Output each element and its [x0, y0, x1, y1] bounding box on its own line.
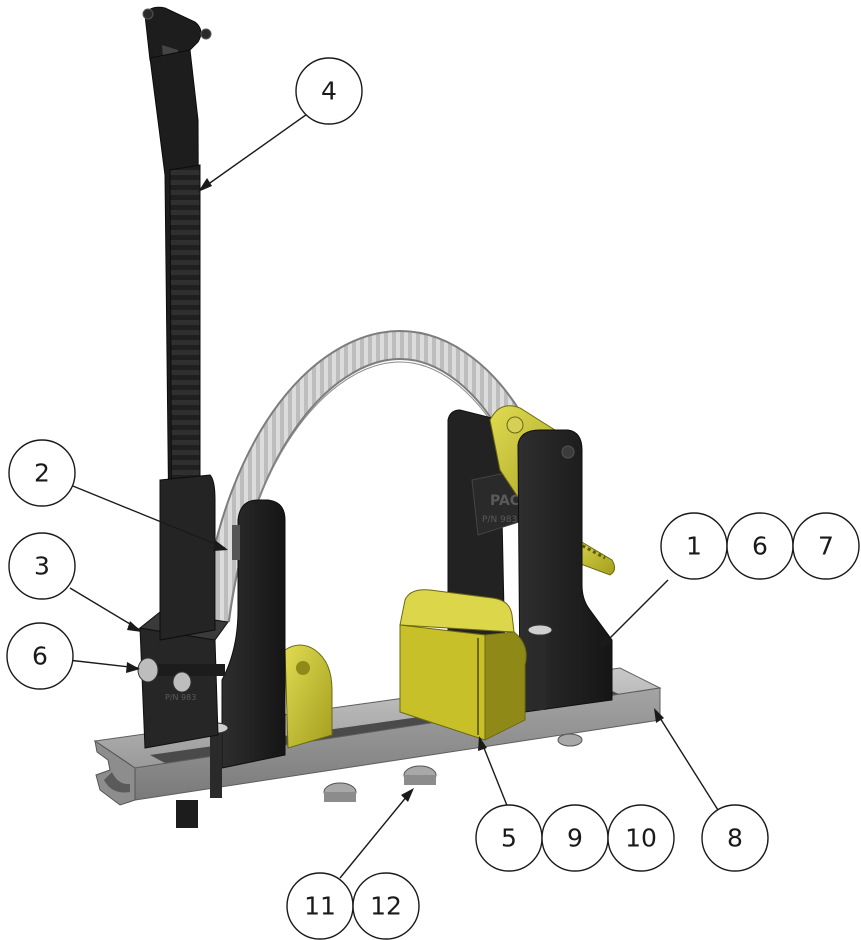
balloon-5: 5 [475, 804, 543, 872]
ratchet-lever [142, 6, 216, 641]
left-bolt-shank [210, 728, 222, 798]
balloon-1: 1 [660, 512, 728, 580]
leader-2-arrow [213, 540, 228, 551]
lever-handle-pin [142, 8, 154, 20]
leader-3-arrow [127, 621, 142, 632]
ratchet-block-label: P/N 983 [165, 693, 196, 702]
balloon-6-right-text: 6 [752, 532, 768, 561]
balloon-11-text: 11 [304, 892, 336, 921]
balloon-3-circle [8, 532, 76, 600]
leader-6a-arrow [126, 662, 140, 673]
leader-2 [67, 483, 226, 549]
left-upright-plate [221, 499, 286, 769]
balloon-6-left-text: 6 [32, 642, 48, 671]
left-upright [221, 499, 333, 769]
balloon-4-text: 4 [321, 77, 337, 106]
leader-5-arrow [478, 736, 487, 751]
leader-lines [67, 111, 719, 879]
leader-11-arrow [401, 788, 414, 802]
balloons: 4 2 3 6 1 6 7 5 [6, 57, 860, 940]
balloon-7-circle [792, 512, 860, 580]
leader-4-arrow [198, 178, 212, 192]
nut-right-body [404, 775, 436, 785]
leader-4 [199, 111, 311, 191]
nut-far [557, 733, 583, 747]
balloon-10: 10 [607, 804, 675, 872]
left-yellow-pad [284, 644, 333, 749]
balloon-5-text: 5 [501, 824, 517, 853]
left-yellow-pad-hole [296, 661, 310, 675]
block-screw [137, 657, 225, 693]
balloon-12-circle [352, 872, 420, 940]
balloon-10-circle [607, 804, 675, 872]
right-clip-pin-hole [561, 445, 575, 459]
rail-foot [176, 800, 198, 828]
saddle-top [399, 589, 515, 633]
right-bolt-shank [534, 630, 546, 710]
balloon-3-text: 3 [34, 552, 50, 581]
leader-1-arrow [598, 635, 612, 650]
leader-11 [339, 789, 413, 879]
lever-lower-housing [159, 474, 216, 641]
leader-3 [69, 587, 141, 631]
block-screw-head-left [137, 657, 159, 683]
balloon-6-right: 6 [726, 512, 794, 580]
leader-8 [654, 709, 719, 811]
left-upright-strap-slot [232, 525, 240, 560]
nut-left-body [324, 792, 356, 802]
balloon-8-text: 8 [727, 824, 743, 853]
balloon-2: 2 [8, 439, 76, 507]
balloon-10-text: 10 [625, 824, 657, 853]
balloon-8: 8 [701, 804, 769, 872]
balloon-2-text: 2 [34, 459, 50, 488]
block-screw-shank [150, 664, 225, 676]
balloon-4: 4 [295, 57, 363, 125]
leader-1 [599, 579, 669, 649]
rail-end-slot [104, 772, 130, 793]
leader-6a [67, 659, 139, 669]
balloon-2-circle [8, 439, 76, 507]
balloon-1-text: 1 [686, 532, 702, 561]
block-screw-nut [172, 671, 192, 693]
balloon-9-text: 9 [567, 824, 583, 853]
right-clip-hinge-pin [506, 416, 524, 434]
balloon-3: 3 [8, 532, 76, 600]
balloon-12-text: 12 [370, 892, 402, 921]
balloon-7-text: 7 [818, 532, 834, 561]
center-saddle [399, 589, 527, 741]
right-bolt [527, 624, 553, 710]
leader-5 [479, 737, 509, 809]
balloon-11: 11 [286, 872, 354, 940]
balloon-6-left: 6 [6, 622, 74, 690]
balloon-9: 9 [541, 804, 609, 872]
right-clip-subtext: P/N 983 [482, 515, 517, 525]
balloon-8-circle [701, 804, 769, 872]
strap-arc-teeth [202, 331, 555, 622]
balloon-7: 7 [792, 512, 860, 580]
lever-handle-pin-end [200, 28, 212, 40]
right-bolt-head [527, 624, 553, 636]
bottom-nuts [323, 733, 583, 802]
right-clip-front-plate [517, 429, 613, 713]
balloon-12: 12 [352, 872, 420, 940]
balloon-4-circle [295, 57, 363, 125]
balloon-6-left-circle [6, 622, 74, 690]
leader-8-arrow [654, 708, 664, 723]
saddle-side [484, 631, 527, 741]
right-clip-label: PAC [490, 493, 520, 509]
